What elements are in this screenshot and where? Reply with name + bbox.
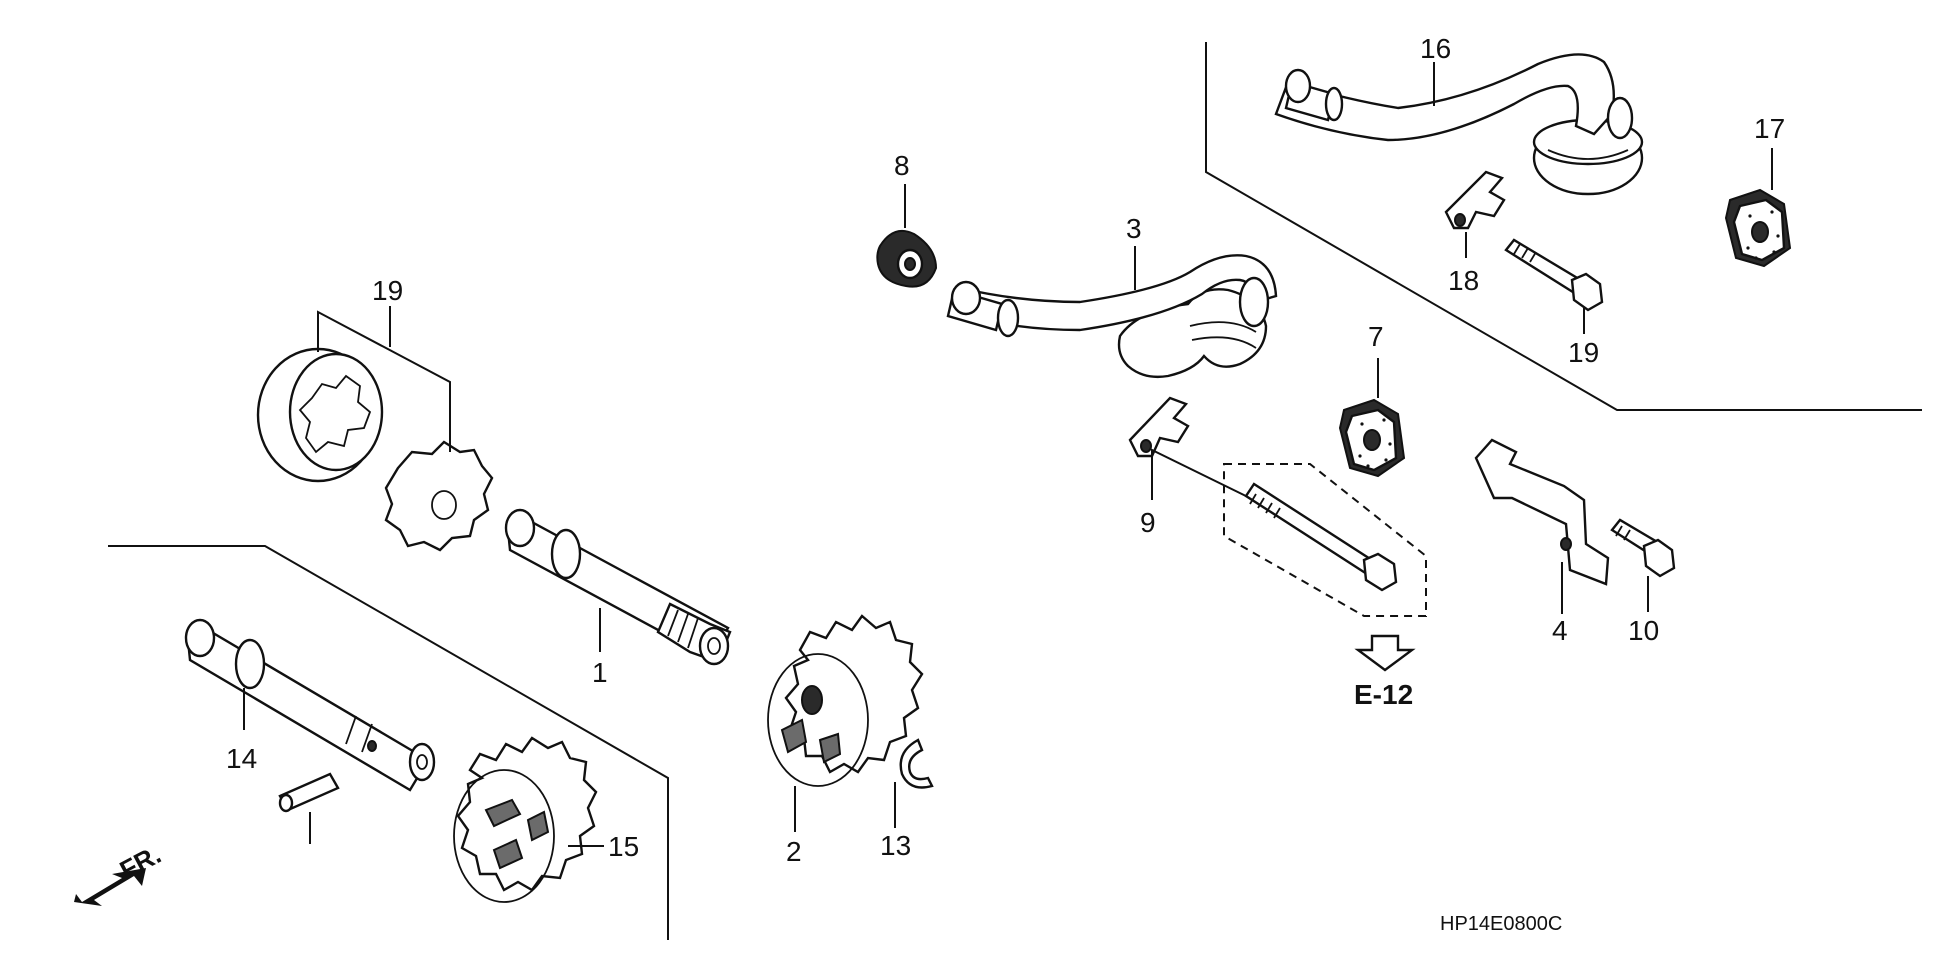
label-1: 1 <box>592 657 608 688</box>
part-1-pump-shaft <box>504 508 732 666</box>
reference-arrow-icon <box>1354 634 1416 672</box>
label-9: 9 <box>1140 507 1156 538</box>
label-3: 3 <box>1126 213 1142 244</box>
label-8: 8 <box>894 150 910 181</box>
part-9-stay-plate <box>1128 396 1190 458</box>
label-7: 7 <box>1368 321 1384 352</box>
label-17: 19 <box>1568 337 1599 368</box>
part-14-strainer-pipe <box>1274 53 1644 196</box>
section-divider-right <box>1205 42 1922 411</box>
part-7-grommet <box>1338 398 1406 478</box>
part-4-bracket <box>1474 438 1610 586</box>
label-10: 10 <box>1628 615 1659 646</box>
part-19-bracket <box>317 306 451 452</box>
part-10-bolt <box>1610 518 1676 578</box>
reference-label: E-12 <box>1354 679 1413 710</box>
leader-9 <box>1151 448 1251 500</box>
part-19-inner-rotor <box>384 440 494 552</box>
reference-group-box <box>1223 463 1427 617</box>
part-2-drive-sprocket <box>767 614 924 787</box>
label-15: 17 <box>1754 113 1785 144</box>
label-16: 18 <box>1448 265 1479 296</box>
part-11-circlip <box>899 738 934 789</box>
part-8-grommet <box>876 230 938 288</box>
part-19-outer-rotor <box>256 347 384 483</box>
label-12: 14 <box>226 743 257 774</box>
part-17-bolt <box>1504 238 1604 312</box>
section-divider-left <box>108 545 669 940</box>
front-direction-arrow-icon <box>74 868 146 906</box>
label-19: 19 <box>372 275 403 306</box>
part-15-grommet <box>1724 188 1792 268</box>
label-2: 2 <box>786 836 802 867</box>
label-11: 13 <box>880 830 911 861</box>
label-14: 16 <box>1420 33 1451 64</box>
label-4: 4 <box>1552 615 1568 646</box>
part-12-shaft <box>184 618 436 792</box>
diagram-code: HP14E0800C <box>1440 913 1562 935</box>
part-13-driven-gear <box>453 736 598 903</box>
part-3-strainer-pipe <box>946 254 1278 379</box>
part-16-stay-plate <box>1444 170 1506 230</box>
part-18-pin <box>278 772 340 813</box>
label-13: 15 <box>608 831 639 862</box>
